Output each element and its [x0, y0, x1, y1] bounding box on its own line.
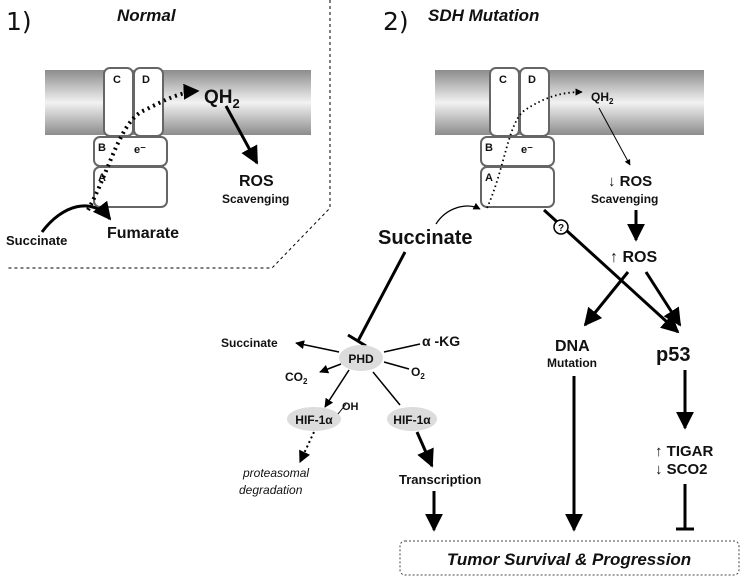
panel2-number: 2)	[383, 7, 409, 36]
panel2-oh-bond	[337, 403, 347, 415]
panel1-label-d: D	[142, 74, 150, 86]
panel1-qh2-ros-arrow	[224, 105, 259, 165]
panel2-electron: e⁻	[521, 144, 533, 156]
panel2-hifoh: HIF-1α	[295, 413, 333, 427]
panel1-fumarate: Fumarate	[107, 225, 179, 242]
panel2-hif-transcription-arrow	[415, 431, 434, 468]
panel2-degradation-arrow	[299, 431, 315, 464]
panel2-phd-inhibit-bar	[347, 333, 367, 348]
panel2-qh2-ros-arrow	[598, 107, 631, 166]
panel1-title: Normal	[117, 6, 177, 25]
panel1-succinate: Succinate	[6, 233, 67, 248]
panel2-succinate: Succinate	[378, 227, 472, 249]
panel2-label-d: D	[528, 74, 536, 86]
panel1-membrane	[45, 70, 311, 135]
panel2-proteasomal: proteasomal	[242, 466, 309, 480]
panel2-hif: HIF-1α	[393, 413, 431, 427]
panel2-question-mark: ?	[558, 223, 564, 234]
panel2-akg: α -KG	[422, 333, 460, 349]
panel2-akg-line	[383, 343, 421, 353]
panel2-ros-up: ↑ ROS	[610, 249, 657, 266]
panel2-phd-hif-line	[372, 371, 401, 406]
panel2-ros-dna-arrow	[583, 271, 630, 327]
panel1-ros: ROS	[239, 173, 274, 190]
panel2-dna: DNA	[555, 338, 590, 355]
panel2-o2-line	[383, 361, 410, 370]
panel-separator	[8, 0, 331, 269]
panel2-phd-co2-arrow	[319, 363, 342, 374]
panel2-ros-down: ↓ ROS	[608, 173, 652, 190]
panel2-succinate-phd-inhibit	[356, 251, 407, 342]
panel2-succinate-small: Succinate	[221, 336, 278, 350]
panel2-qh2: QH2	[591, 90, 614, 106]
panel1-electron: e⁻	[134, 144, 146, 156]
panel2-transcription: Transcription	[399, 472, 481, 487]
panel1-succinate-arrow	[40, 200, 112, 233]
panel2-o2: O2	[411, 365, 425, 381]
panel2-succinate-curve	[435, 202, 481, 225]
panel2-membrane	[435, 70, 704, 135]
panel1-label-c: C	[113, 74, 121, 86]
panel2-oh: OH	[342, 401, 359, 413]
panel2-hifoh-ellipse	[287, 407, 341, 431]
panel2-phd-hifoh-arrow	[324, 369, 350, 408]
panel2-hif-ellipse	[387, 407, 437, 431]
panel2-phd-succinate-arrow	[295, 340, 340, 353]
panel2-mutation: Mutation	[547, 356, 597, 370]
panel1-label-b: B	[98, 142, 106, 154]
panel1-subunit-a	[93, 166, 168, 208]
outcome-label: Tumor Survival & Progression	[447, 550, 691, 569]
outcome-box	[399, 540, 740, 576]
panel1-number: 1)	[6, 7, 32, 36]
panel2-sco2: ↓ SCO2	[655, 461, 708, 478]
panel2-co2: CO2	[285, 370, 308, 386]
panel2-tigar: ↑ TIGAR	[655, 443, 713, 460]
panel2-p53: p53	[656, 344, 690, 366]
panel2-phd-ellipse	[339, 345, 383, 371]
panel2-label-a: A	[485, 172, 493, 184]
panel2-degradation: degradation	[239, 483, 303, 497]
panel2-question-circle	[553, 219, 569, 235]
panel2-subunit-a	[480, 166, 555, 208]
panel2-ros-p53-arrow	[644, 271, 682, 327]
panel1-qh2: QH2	[204, 87, 240, 111]
panel1-scavenging: Scavenging	[222, 192, 289, 206]
panel2-phd: PHD	[348, 352, 374, 366]
panel2-label-c: C	[499, 74, 507, 86]
panel2-title: SDH Mutation	[428, 6, 539, 25]
panel1-label-a: A	[98, 172, 106, 184]
panel2-label-b: B	[485, 142, 493, 154]
panel2-scavenging: Scavenging	[591, 192, 658, 206]
